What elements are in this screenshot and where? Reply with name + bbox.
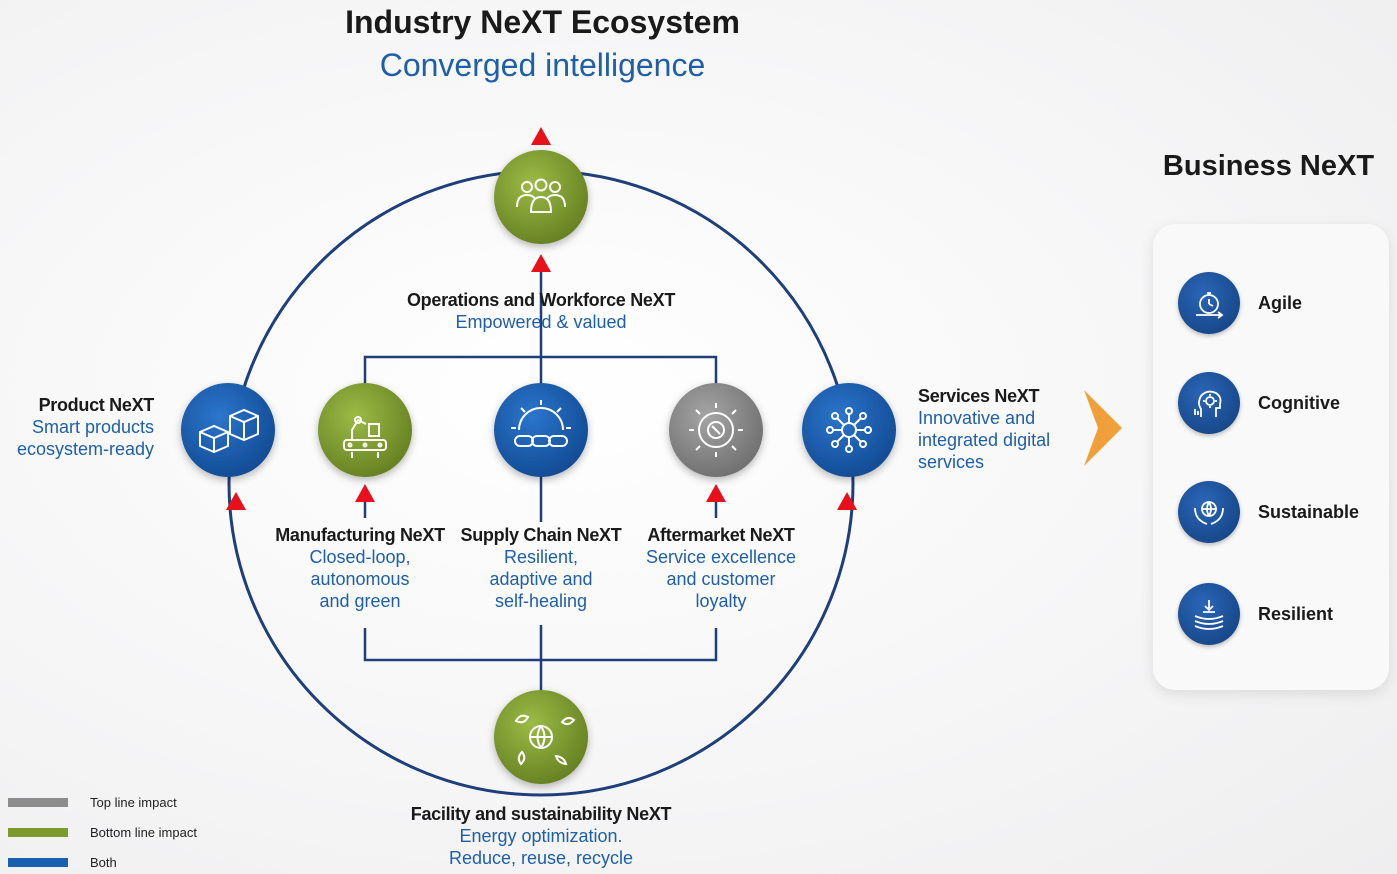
legend-item-bottom-line: Bottom line impact — [8, 824, 197, 840]
aftermarket-description-line-1: Service excellence — [645, 547, 797, 567]
business-chevron-arrow — [1084, 390, 1122, 466]
gear-chain-link-icon — [511, 400, 571, 447]
business-item-label: Cognitive — [1258, 392, 1341, 413]
operations-description: Empowered & valued — [455, 312, 627, 332]
product-description-line-1: Smart products — [31, 417, 154, 437]
manufacturing-description-line-2: autonomous — [310, 569, 410, 589]
arrow-up-operations — [531, 254, 551, 272]
arrow-up-aftermarket — [706, 484, 726, 502]
supply-chain-description-line-1: Resilient, — [503, 547, 579, 567]
network-hub-icon — [826, 407, 872, 453]
legend-swatch-green — [8, 827, 68, 837]
business-item-resilient: Resilient — [1178, 581, 1397, 647]
legend-label: Both — [90, 854, 117, 870]
globe-leaves-icon — [514, 714, 576, 766]
arrow-up-services — [837, 492, 857, 510]
legend-label: Bottom line impact — [90, 824, 197, 840]
services-heading: Services NeXT — [918, 386, 1040, 406]
legend-label: Top line impact — [90, 794, 177, 810]
facility-description-line-2: Reduce, reuse, recycle — [448, 848, 634, 868]
business-item-label: Sustainable — [1258, 501, 1360, 522]
arrow-up-top — [531, 127, 551, 145]
operations-heading: Operations and Workforce NeXT — [406, 290, 676, 310]
manufacturing-label: Manufacturing NeXT Closed-loop, autonomo… — [270, 524, 450, 612]
services-label: Services NeXT Innovative and integrated … — [918, 385, 1078, 473]
stopwatch-arrows-icon — [1178, 272, 1240, 334]
legend-item-top-line: Top line impact — [8, 794, 177, 810]
legend-item-both: Both — [8, 854, 117, 870]
arrow-up-product — [226, 492, 246, 510]
services-description-line-3: services — [918, 452, 985, 472]
product-label: Product NeXT Smart products ecosystem-re… — [0, 394, 154, 460]
legend-swatch-grey — [8, 797, 68, 807]
business-item-agile: Agile — [1178, 270, 1397, 336]
aftermarket-description-line-2: and customer — [666, 569, 776, 589]
arrow-up-manufacturing — [355, 484, 375, 502]
connector-lines — [363, 270, 718, 700]
services-description-line-2: integrated digital — [918, 430, 1051, 450]
hands-globe-icon — [1178, 481, 1240, 543]
facility-description-line-1: Energy optimization. — [459, 826, 623, 846]
product-boxes-icon — [199, 408, 259, 454]
supply-chain-heading: Supply Chain NeXT — [460, 525, 622, 545]
manufacturing-description-line-1: Closed-loop, — [309, 547, 411, 567]
manufacturing-description-line-3: and green — [319, 591, 401, 611]
services-node — [802, 383, 896, 477]
facility-heading: Facility and sustainability NeXT — [410, 804, 672, 824]
business-item-label: Agile — [1258, 292, 1303, 313]
robot-arm-conveyor-icon — [343, 416, 387, 458]
business-title: Business NeXT — [1162, 150, 1375, 182]
supply-chain-node — [494, 383, 588, 477]
aftermarket-label: Aftermarket NeXT Service excellence and … — [633, 524, 809, 612]
aftermarket-description-line-3: loyalty — [695, 591, 747, 611]
facility-label: Facility and sustainability NeXT Energy … — [340, 803, 742, 869]
brain-head-icon — [1178, 372, 1240, 434]
diagram-subtitle: Converged intelligence — [379, 47, 706, 83]
aftermarket-heading: Aftermarket NeXT — [647, 525, 795, 545]
product-description-line-2: ecosystem-ready — [16, 439, 154, 459]
business-item-label: Resilient — [1258, 603, 1334, 624]
operations-label: Operations and Workforce NeXT Empowered … — [340, 289, 742, 333]
product-heading: Product NeXT — [38, 395, 155, 415]
manufacturing-heading: Manufacturing NeXT — [275, 525, 445, 545]
supply-chain-description-line-2: adaptive and — [489, 569, 593, 589]
legend-swatch-blue — [8, 857, 68, 867]
manufacturing-node — [318, 383, 412, 477]
supply-chain-description-line-3: self-healing — [494, 591, 588, 611]
services-description-line-1: Innovative and — [918, 408, 1036, 428]
impact-arrows — [226, 127, 857, 510]
gear-wrench-icon — [689, 403, 743, 457]
diagram-title: Industry NeXT Ecosystem — [345, 4, 740, 40]
pressure-layers-icon — [1178, 583, 1240, 645]
workforce-group-icon — [516, 178, 566, 213]
product-node — [181, 383, 275, 477]
business-item-cognitive: Cognitive — [1178, 370, 1397, 436]
business-item-sustainable: Sustainable — [1178, 479, 1397, 545]
supply-chain-label: Supply Chain NeXT Resilient, adaptive an… — [456, 524, 626, 612]
